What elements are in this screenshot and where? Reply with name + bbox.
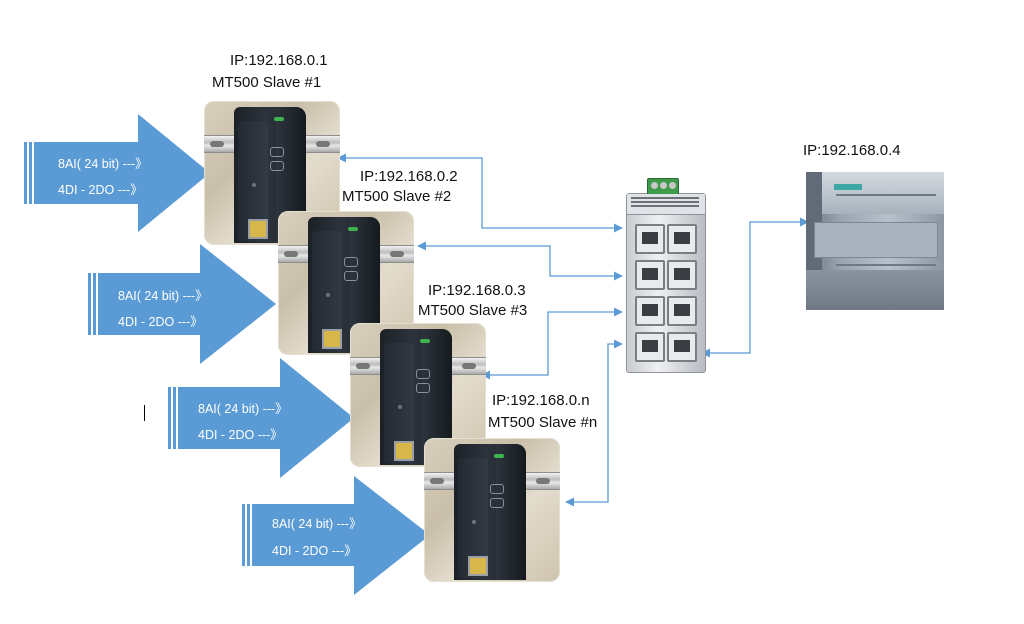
slave1-ip-label: IP:192.168.0.1 [230,52,328,69]
mt500-slaven-image [424,438,560,582]
plc-ip-label: IP:192.168.0.4 [803,142,901,159]
slaven-io-line1: 8AI( 24 bit) ---》 [272,517,362,531]
mt500-slave2-image [278,211,414,355]
slave2-name-label: MT500 Slave #2 [342,188,452,205]
link-slave2 [417,241,623,281]
link-slaven [565,339,623,507]
slave1-io-line1: 8AI( 24 bit) ---》 [58,157,148,171]
input-arrow-4 [242,476,430,595]
slaven-ip-label: IP:192.168.0.n [492,392,590,409]
input-arrow-2 [88,244,276,364]
slave1-io-line2: 4DI - 2DO ---》 [58,183,143,197]
siemens-plc-icon [806,172,944,310]
input-arrow-1 [24,114,210,232]
slave2-io-line1: 8AI( 24 bit) ---》 [118,289,208,303]
slave3-io-line2: 4DI - 2DO ---》 [198,428,283,442]
slave2-io-line2: 4DI - 2DO ---》 [118,315,203,329]
slave3-name-label: MT500 Slave #3 [418,302,528,319]
text-cursor [144,405,145,421]
slaven-name-label: MT500 Slave #n [488,414,598,431]
link-plc [701,217,809,358]
slave2-ip-label: IP:192.168.0.2 [360,168,458,185]
ethernet-switch-icon [626,178,706,373]
slave1-name-label: MT500 Slave #1 [212,74,322,91]
link-slave3 [481,307,623,380]
slave3-io-line1: 8AI( 24 bit) ---》 [198,402,288,416]
link-slave1 [337,153,623,233]
slaven-io-line2: 4DI - 2DO ---》 [272,544,357,558]
input-arrow-3 [168,358,354,478]
slave3-ip-label: IP:192.168.0.3 [428,282,526,299]
